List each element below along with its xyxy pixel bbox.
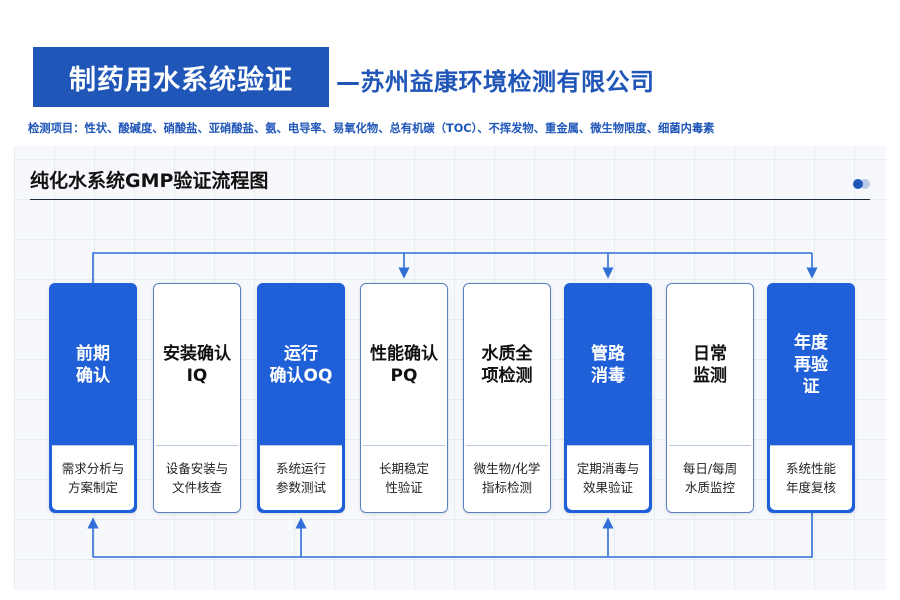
step-card-oq: 运行 确认OQ 系统运行 参数测试: [257, 283, 345, 513]
step-title: 管路 消毒: [591, 344, 625, 386]
step-title: 日常 监测: [693, 344, 727, 386]
step-description: 定期消毒与 效果验证: [567, 445, 649, 510]
step-description: 需求分析与 方案制定: [52, 445, 134, 510]
test-items-text: 检测项目：性状、酸碱度、硝酸盐、亚硝酸盐、氨、电导率、易氧化物、总有机碳（TOC…: [28, 122, 715, 135]
step-title: 安装确认 IQ: [163, 344, 231, 386]
step-description: 每日/每周 水质监控: [669, 445, 751, 510]
step-title: 年度 再验 证: [794, 333, 828, 397]
step-description: 微生物/化学 指标检测: [466, 445, 548, 510]
title-divider: [30, 199, 870, 200]
header-title: 制药用水系统验证: [33, 47, 329, 107]
step-description: 系统运行 参数测试: [260, 445, 342, 510]
step-card-pq: 性能确认 PQ 长期稳定 性验证: [360, 283, 448, 513]
step-description: 长期稳定 性验证: [363, 445, 445, 510]
step-card-pre-confirmation: 前期 确认 需求分析与 方案制定: [49, 283, 137, 513]
step-title: 水质全 项检测: [481, 344, 533, 386]
step-card-iq: 安装确认 IQ 设备安装与 文件核查: [153, 283, 241, 513]
step-title: 性能确认 PQ: [370, 344, 438, 386]
company-name: —苏州益康环境检测有限公司: [336, 68, 655, 96]
step-description: 设备安装与 文件核查: [156, 445, 238, 510]
step-card-annual-revalidation: 年度 再验 证 系统性能 年度复核: [767, 283, 855, 513]
diagram-title: 纯化水系统GMP验证流程图: [30, 170, 269, 192]
step-title: 运行 确认OQ: [269, 344, 333, 386]
step-title: 前期 确认: [76, 344, 110, 386]
double-chevron-icon: [853, 179, 870, 189]
top-loop-line: [92, 252, 812, 283]
step-card-water-quality: 水质全 项检测 微生物/化学 指标检测: [463, 283, 551, 513]
step-card-daily-monitoring: 日常 监测 每日/每周 水质监控: [666, 283, 754, 513]
step-card-pipe-disinfection: 管路 消毒 定期消毒与 效果验证: [564, 283, 652, 513]
step-description: 系统性能 年度复核: [770, 445, 852, 510]
bottom-loop-line: [93, 513, 813, 558]
